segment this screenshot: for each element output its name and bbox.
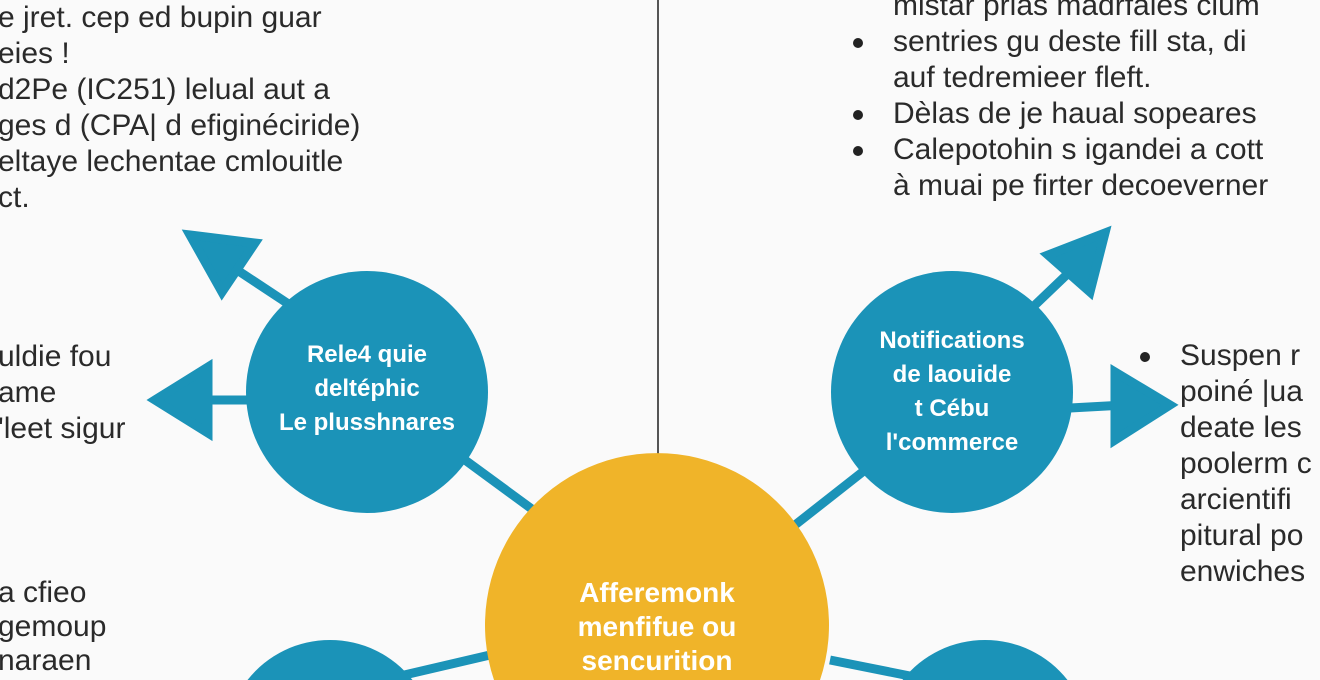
text-line: pitural po <box>1180 519 1304 552</box>
text-line: naraen <box>0 644 92 677</box>
list-item: Suspen r poiné |ua deate les poolerm c a… <box>1132 338 1312 590</box>
right-top-list: mistar prias madrfales clum sentries gu … <box>845 0 1268 204</box>
connector-center-left <box>462 456 543 519</box>
label-line: Rele4 quie <box>306 341 428 368</box>
label-line: Le plusshnares <box>278 409 456 436</box>
node-right-label: Notifications de laouide t Cébu l'commer… <box>832 324 1072 460</box>
label-line: menfifue ou <box>577 611 737 642</box>
list-item: Dèlas de je haual sopeares <box>845 96 1268 132</box>
node-bottom-left <box>247 639 413 680</box>
text-line: ct. <box>0 181 30 214</box>
left-mid-text: uldie fou ame 'leet sigur <box>0 339 125 447</box>
text-line: uldie fou <box>0 340 112 373</box>
text-line: auf tedremieer fleft. <box>893 61 1152 94</box>
left-top-text: e jret. cep ed bupin guar eies ! d2Pe (I… <box>0 0 360 216</box>
connector-center-bottom-right <box>829 655 911 680</box>
connector-center-bottom-left <box>398 650 492 680</box>
node-center-label: Afferemonk menfifue ou sencurition <box>507 576 807 678</box>
text-line: eies ! <box>0 37 70 70</box>
arrow-left-head <box>146 358 213 442</box>
text-line: ges d (CPA| d efiginéciride) <box>0 109 361 142</box>
text-line: Calepotohin s igandei a cott <box>893 133 1264 166</box>
node-bottom-right <box>902 639 1068 680</box>
text-line: d2Pe (IC251) lelual aut a <box>0 73 330 106</box>
text-line: Dèlas de je haual sopeares <box>893 97 1257 130</box>
label-line: Notifications <box>879 327 1025 354</box>
arrow-right-head <box>1110 364 1179 449</box>
label-line: Afferemonk <box>579 577 735 608</box>
text-line: ame <box>0 376 57 409</box>
text-line: 'leet sigur <box>0 412 126 445</box>
right-mid-list: Suspen r poiné |ua deate les poolerm c a… <box>1132 338 1312 590</box>
text-line: Suspen r <box>1180 339 1301 372</box>
arrow-left-up-head <box>181 229 263 301</box>
text-line: eltaye lechentae cmlouitle <box>0 145 344 178</box>
label-line: sencurition <box>581 645 733 676</box>
text-line: deate les <box>1180 411 1302 444</box>
text-line: mistar prias madrfales clum <box>893 0 1260 22</box>
text-line: sentries gu deste fill sta, di <box>893 25 1247 58</box>
text-line: e jret. cep ed bupin guar <box>0 1 322 34</box>
node-center <box>485 453 830 680</box>
text-line: arcientifi <box>1180 483 1292 516</box>
label-line: deltéphic <box>314 375 420 402</box>
node-left-label: Rele4 quie deltéphic Le plusshnares <box>247 338 487 440</box>
arrow-right-up-head <box>1039 225 1112 301</box>
node-right <box>831 271 1073 513</box>
left-bottom-text: a cfieo gemoup naraen <box>0 576 106 678</box>
connector-center-right <box>792 466 868 529</box>
node-left <box>246 271 488 513</box>
text-line: enwiches <box>1180 555 1306 588</box>
label-line: de laouide <box>892 361 1012 388</box>
label-line: l'commerce <box>885 429 1019 456</box>
text-line: poolerm c <box>1180 447 1312 480</box>
label-line: t Cébu <box>914 395 990 422</box>
text-line: a cfieo <box>0 576 87 609</box>
text-line: à muai pe firter decoeverner <box>893 169 1269 202</box>
text-line: poiné |ua <box>1180 375 1303 408</box>
text-line: gemoup <box>0 610 107 643</box>
